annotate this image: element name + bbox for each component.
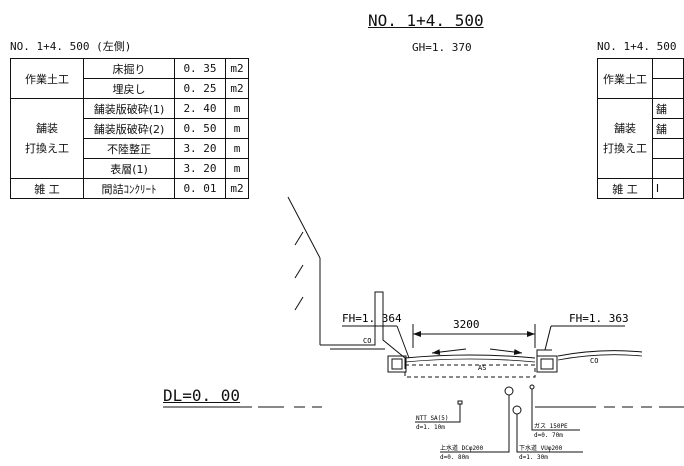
fh-left: FH=1. 364 bbox=[342, 312, 410, 359]
water-name: 上水道 DCφ200 bbox=[440, 444, 484, 452]
sewer-depth: d=1. 30m bbox=[519, 454, 548, 461]
ntt-name: NTT SA(5) bbox=[416, 415, 449, 422]
ntt-depth: d=1. 10m bbox=[416, 424, 445, 431]
item-unit: m2 bbox=[225, 178, 249, 199]
item-value: 0. 25 bbox=[174, 78, 226, 99]
width-dimension-label: 3200 bbox=[453, 318, 480, 331]
group-label: 雑 工 bbox=[597, 178, 653, 199]
sewer-pipe: 下水道 VUφ200 d=1. 30m bbox=[512, 405, 583, 461]
left-quantity-table: 作業土工 床掘り 0. 35 m2 埋戻し 0. 25 m2 舗装 打換え工 舗… bbox=[10, 58, 249, 199]
table-row: 舗装版破砕(2) 0. 50 m bbox=[11, 118, 249, 139]
width-dimension: 3200 bbox=[412, 318, 536, 348]
group-label: 舗装 打換え工 bbox=[10, 98, 84, 179]
item-label: 埋戻し bbox=[83, 78, 175, 99]
item-label: 舗装版破砕(2) bbox=[83, 118, 175, 139]
gas-depth: d=0. 70m bbox=[534, 432, 563, 439]
co-label-right: CO bbox=[590, 357, 598, 365]
item-unit: m2 bbox=[225, 78, 249, 99]
table-row: 不陸整正 3. 20 m bbox=[11, 138, 249, 159]
right-curb bbox=[536, 349, 643, 373]
item-label: 間詰ｺﾝｸﾘｰﾄ bbox=[83, 178, 175, 199]
table-row: 雑 工 間詰ｺﾝｸﾘｰﾄ 0. 01 m2 bbox=[10, 178, 249, 199]
ground-height-label: GH=1. 370 bbox=[412, 41, 472, 54]
table-row: 表層(1) 3. 20 m bbox=[11, 158, 249, 179]
table-row: 舗装 打換え工 舗装版破砕(1) 2. 40 m bbox=[10, 98, 249, 179]
gas-pipe: ガス 150PE d=0. 70m bbox=[529, 384, 580, 439]
table-row: 埋戻し 0. 25 m2 bbox=[11, 78, 249, 99]
group-label: 作業土工 bbox=[10, 58, 84, 99]
right-quantity-table-clip: 作業土工 舗装 打換え工 舗 舗 雑 工 I bbox=[597, 58, 684, 238]
item-unit: m bbox=[225, 158, 249, 179]
fh-right: FH=1. 363 bbox=[544, 312, 629, 351]
item-label: I bbox=[651, 178, 684, 199]
co-label-left: CO bbox=[363, 337, 371, 345]
pavement-layer bbox=[404, 348, 536, 378]
datum-level-label: DL=0. 00 bbox=[163, 386, 241, 405]
fh-left-label: FH=1. 364 bbox=[342, 312, 402, 325]
table-row: 作業土工 床掘り 0. 35 m2 bbox=[10, 58, 249, 99]
right-quantity-table: 作業土工 舗装 打換え工 舗 舗 雑 工 I bbox=[597, 58, 684, 199]
right-table-caption: NO. 1+4. 500 bbox=[597, 40, 677, 53]
as-label: AS bbox=[478, 364, 486, 372]
fh-right-label: FH=1. 363 bbox=[569, 312, 629, 325]
group-label: 舗装 打換え工 bbox=[597, 98, 653, 179]
table-row: 舗装 打換え工 舗 bbox=[597, 98, 684, 179]
table-row: 作業土工 bbox=[597, 58, 684, 99]
gas-name: ガス 150PE bbox=[534, 422, 568, 430]
slope-hatching bbox=[287, 196, 321, 345]
item-unit: m2 bbox=[225, 58, 249, 79]
left-curb bbox=[320, 291, 407, 373]
item-label: 床掘り bbox=[83, 58, 175, 79]
water-depth: d=0. 80m bbox=[440, 454, 469, 461]
item-value: 0. 01 bbox=[174, 178, 226, 199]
table-row: 雑 工 I bbox=[597, 178, 684, 199]
left-table-caption: NO. 1+4. 500 (左側) bbox=[10, 40, 132, 53]
item-value: 0. 50 bbox=[174, 118, 226, 139]
group-label: 作業土工 bbox=[597, 58, 653, 99]
ntt-line: NTT SA(5) d=1. 10m bbox=[415, 400, 463, 431]
sewer-name: 下水道 VUφ200 bbox=[519, 444, 563, 452]
item-value: 3. 20 bbox=[174, 138, 226, 159]
station-title: NO. 1+4. 500 bbox=[368, 11, 484, 30]
water-main: 上水道 DCφ200 d=0. 80m bbox=[440, 386, 514, 461]
